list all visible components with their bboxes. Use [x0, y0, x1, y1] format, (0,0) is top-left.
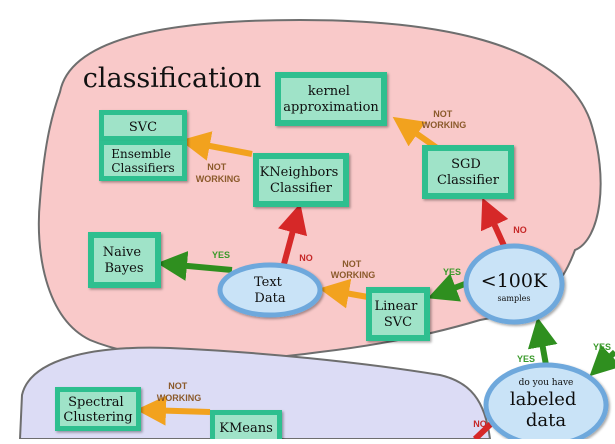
arrow-linearsvc-to-text — [319, 278, 369, 309]
node-labeled-label: labeled data — [510, 389, 582, 431]
label-not-working-kmeans: NOT WORKING — [157, 381, 202, 403]
label-yes-naivebayes: YES — [212, 250, 230, 260]
arrow-text-to-naivebayes — [157, 250, 233, 281]
node-kernel-approximation[interactable]: kernel approximation — [275, 72, 387, 126]
label-no-labeled: NO — [473, 419, 487, 429]
arrow-sgd-to-kernel — [392, 116, 439, 151]
arrow-to-labeled-yes — [589, 344, 615, 377]
node-labeled-question: do you have — [519, 378, 574, 388]
arrow-kmeans-to-spectral — [136, 395, 211, 426]
node-ensemble-classifiers[interactable]: Ensemble Classifiers — [99, 141, 187, 181]
node-naivebayes-label: Naive Bayes — [103, 245, 145, 276]
node-kmeans-label: KMeans — [219, 421, 273, 436]
node-kernel-label: kernel approximation — [283, 84, 379, 115]
label-not-working-kneighbors: NOT WORKING — [196, 162, 241, 184]
node-linear-svc[interactable]: Linear SVC — [366, 287, 430, 341]
arrow-labeled-to-lt100k — [527, 317, 558, 366]
arrow-kneighbors-to-ensemble — [180, 131, 253, 161]
node-sgd-classifier[interactable]: SGD Classifier — [422, 145, 514, 199]
node-naive-bayes[interactable]: Naive Bayes — [88, 232, 161, 288]
label-yes-lt100k: YES — [517, 354, 535, 364]
node-svc[interactable]: SVC — [99, 110, 187, 141]
node-lt100k[interactable]: <100K samples — [463, 243, 565, 325]
arrow-text-to-kneighbors — [278, 203, 308, 265]
label-yes-labeled: YES — [593, 342, 611, 352]
label-yes-linearsvc: YES — [443, 267, 461, 277]
node-lt100k-sublabel: samples — [498, 294, 531, 303]
arrow-lt100k-to-sgd — [480, 197, 509, 250]
node-spectral-clustering[interactable]: Spectral Clustering — [55, 387, 141, 431]
node-text-data[interactable]: Text Data — [217, 262, 323, 318]
label-no-sgd: NO — [513, 225, 527, 235]
node-lt100k-label: <100K — [481, 270, 548, 292]
node-labeled-data[interactable]: do you have labeled data — [483, 362, 609, 444]
node-sgd-label: SGD Classifier — [437, 157, 500, 188]
node-kmeans[interactable]: KMeans — [210, 410, 282, 442]
node-ensemble-label: Ensemble Classifiers — [111, 147, 175, 175]
node-spectral-label: Spectral Clustering — [63, 395, 132, 425]
classification-title: classification — [83, 63, 262, 94]
node-svc-label: SVC — [129, 120, 157, 135]
label-no-kneighbors: NO — [299, 253, 313, 263]
node-kneighbors-label: KNeighbors Classifier — [260, 165, 343, 196]
label-not-working-linearsvc: NOT WORKING — [331, 259, 376, 280]
node-linearsvc-label: Linear SVC — [375, 299, 422, 330]
node-kneighbors-classifier[interactable]: KNeighbors Classifier — [253, 153, 349, 207]
label-not-working-sgd: NOT WORKING — [422, 109, 467, 130]
node-textdata-label: Text Data — [254, 275, 286, 306]
